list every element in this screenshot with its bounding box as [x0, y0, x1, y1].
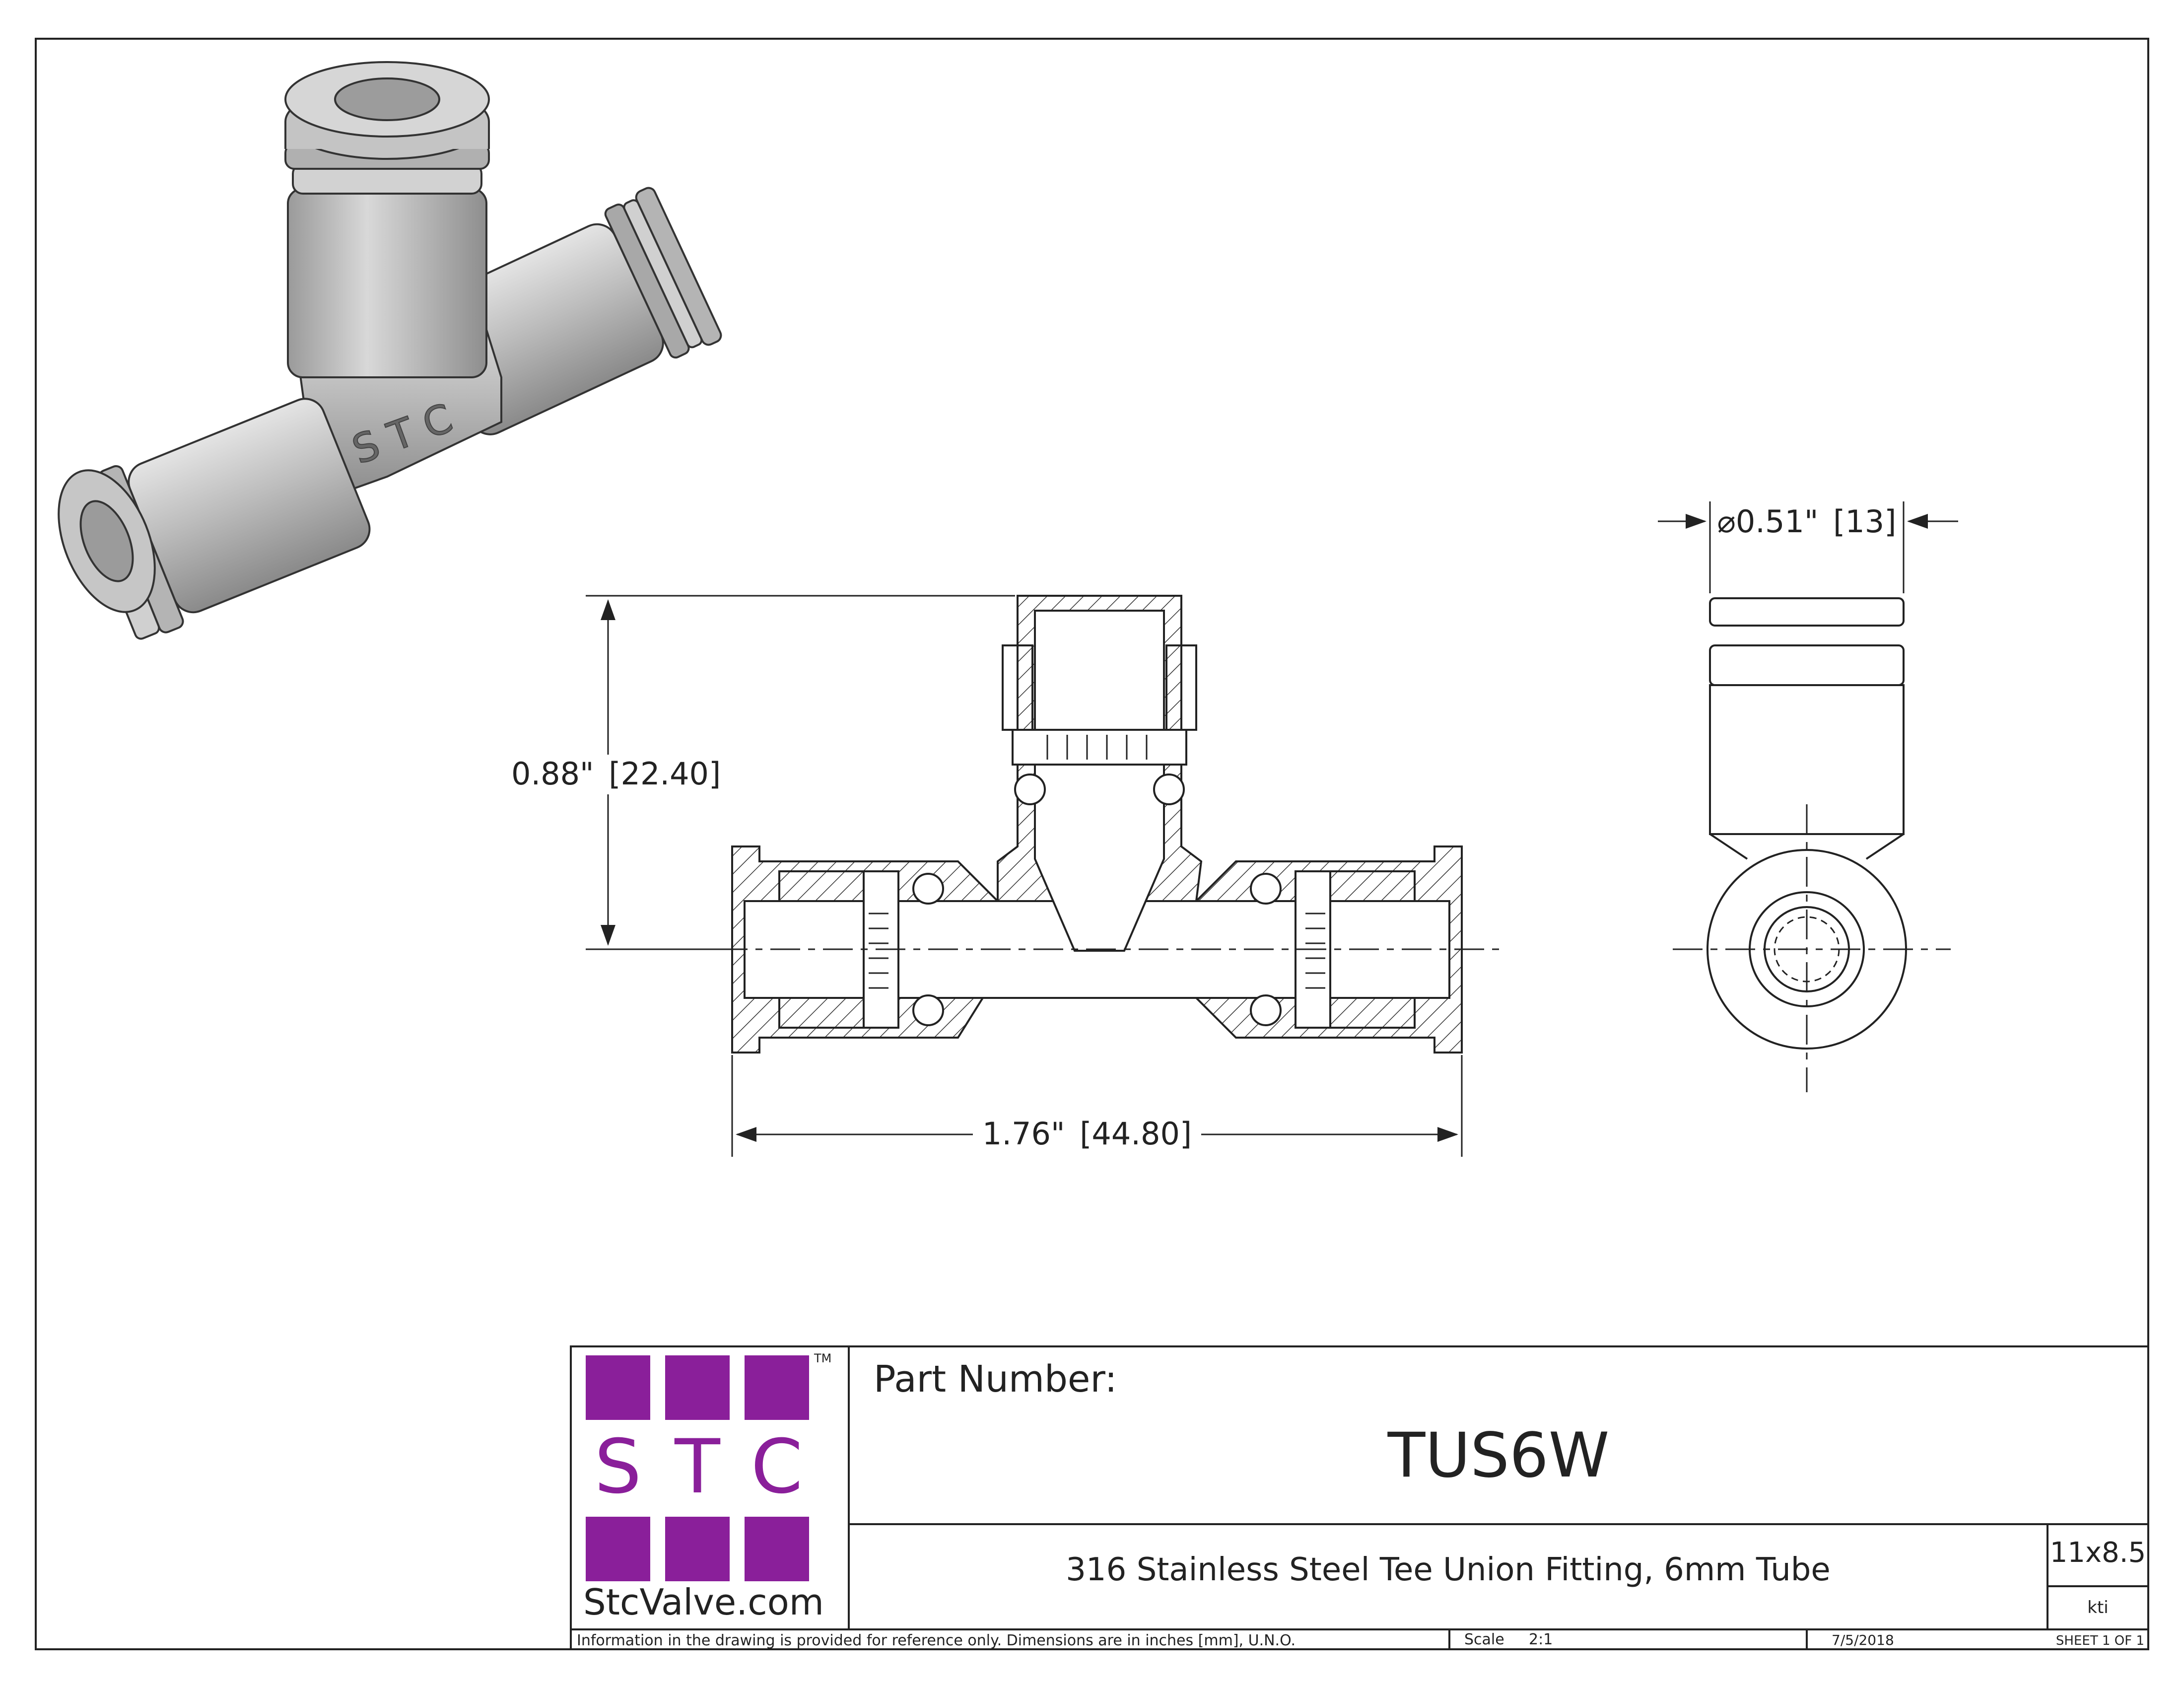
- logo-letter-t: T: [675, 1424, 720, 1510]
- logo-letter-c: C: [751, 1424, 803, 1510]
- dim-diameter-inch: 0.51": [1736, 503, 1819, 540]
- scale-label: Scale: [1464, 1631, 1504, 1648]
- part-number-label: Part Number:: [874, 1358, 1117, 1401]
- part-number: TUS6W: [1387, 1420, 1610, 1491]
- description: 316 Stainless Steel Tee Union Fitting, 6…: [1066, 1551, 1831, 1588]
- logo-tm: TM: [814, 1351, 832, 1365]
- drawn-by: kti: [2087, 1598, 2109, 1618]
- title-block-frame: [570, 1345, 2149, 1650]
- sheet-number: SHEET 1 OF 1: [2055, 1633, 2144, 1648]
- logo-squares: [586, 1355, 809, 1581]
- section-view: [665, 595, 1504, 1054]
- svg-text:1.76" [44.80]: 1.76" [44.80]: [982, 1116, 1192, 1152]
- dimensions: 0.88" [22.40] 1.76" [44.80]: [511, 595, 1463, 1157]
- logo-letter-s: S: [594, 1424, 642, 1510]
- logo-site: StcValve.com: [583, 1581, 824, 1623]
- dim-diameter-symbol: ⌀: [1717, 503, 1736, 540]
- drawing-date: 7/5/2018: [1832, 1632, 1894, 1648]
- dim-width-inch: 1.76": [982, 1116, 1065, 1152]
- svg-text:0.88" [22.40]: 0.88" [22.40]: [511, 756, 721, 792]
- dim-diameter-mm: 13: [1845, 503, 1884, 540]
- scale-value: 2:1: [1529, 1631, 1553, 1648]
- dim-height-inch: 0.88": [511, 756, 594, 792]
- dim-height-mm: 22.40: [621, 756, 709, 792]
- sheet-size: 11x8.5: [2049, 1537, 2146, 1569]
- side-view: ⌀0.51" [13]: [1658, 501, 1958, 1092]
- logo-letters: S T C: [586, 1430, 809, 1504]
- svg-text:⌀0.51" [13]: ⌀0.51" [13]: [1717, 503, 1897, 540]
- dim-width-mm: 44.80: [1092, 1116, 1180, 1152]
- reference-note: Information in the drawing is provided f…: [577, 1632, 1296, 1649]
- isometric-view: S T C: [58, 61, 722, 640]
